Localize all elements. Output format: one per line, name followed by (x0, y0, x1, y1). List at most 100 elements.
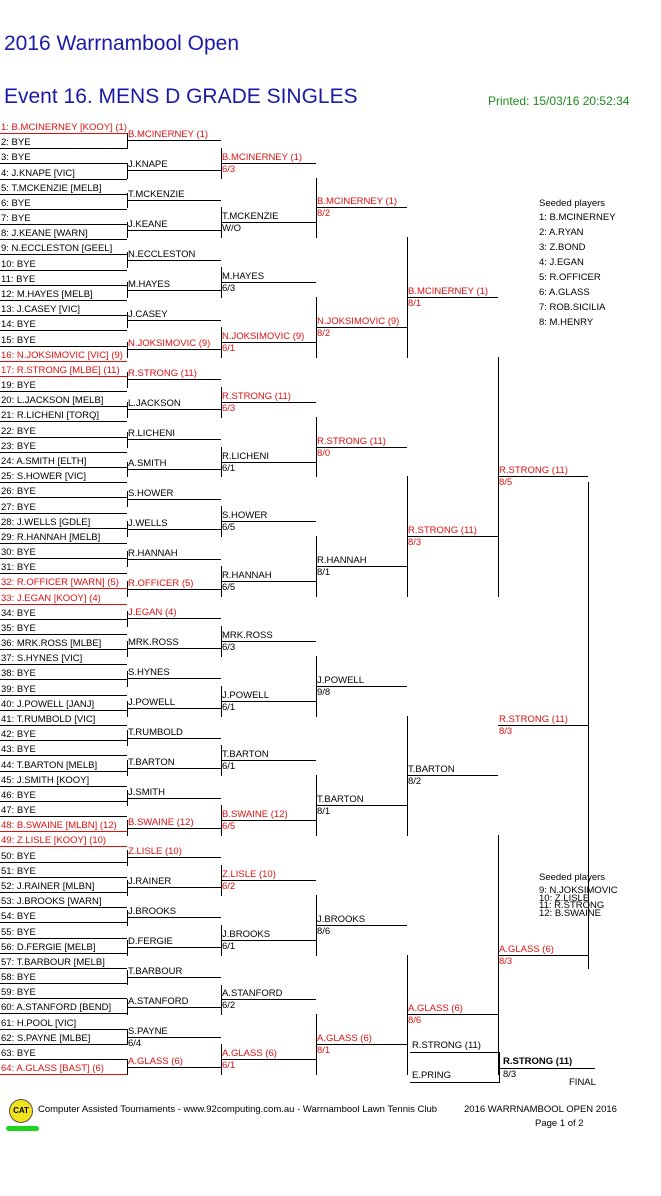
seeded-players-title: Seeded players (539, 198, 606, 209)
bracket-line (0, 740, 127, 742)
draw-entry: 53: J.BROOKS [WARN] (1, 896, 102, 908)
round2-entry: A.SMITH (128, 457, 167, 469)
draw-entry: 16: N.JOKSIMOVIC [VIC] (9) (1, 349, 123, 361)
bracket-line (410, 1082, 500, 1083)
bracket-line (0, 725, 127, 727)
bracket-line (127, 797, 221, 799)
draw-entry: 23: BYE (1, 440, 36, 452)
draw-entry: 25: S.HOWER [VIC] (1, 471, 86, 483)
round3-entry: T.MCKENZIE (222, 211, 279, 223)
round2-entry: M.HAYES (128, 278, 171, 290)
seed-item: 4: J.EGAN (539, 257, 584, 268)
round2-entry: S.HYNES (128, 667, 170, 679)
round2-entry: A.STANFORD (128, 995, 189, 1007)
draw-entry: 62: S.PAYNE [MLBE] (1, 1032, 91, 1044)
bracket-line (127, 618, 221, 620)
round4-entry-score: 8/1 (317, 567, 331, 579)
round3-entry: J.POWELL (222, 689, 269, 701)
bracket-line (0, 1058, 127, 1060)
seed-item: 11: R.STRONG (539, 900, 605, 911)
round3-entry: N.JOKSIMOVIC (9) (222, 330, 305, 342)
round2-entry: L.JACKSON (128, 398, 181, 410)
draw-entry: 31: BYE (1, 562, 36, 574)
bracket-line (316, 805, 407, 807)
draw-entry: 21: R.LICHENI [TORQ] (1, 410, 100, 422)
draw-entry: 26: BYE (1, 486, 36, 498)
draw-entry: 52: J.RAINER [MLBN] (1, 881, 95, 892)
bracket-line (127, 678, 221, 680)
bracket-line (221, 521, 316, 523)
footer-page: Page 1 of 2 (535, 1118, 584, 1129)
round2-entry: S.HOWER (128, 487, 174, 499)
bracket-line (0, 816, 127, 818)
bracket-line (316, 446, 407, 448)
round6-entry-score: 8/5 (499, 477, 513, 489)
bracket-line (0, 542, 127, 544)
semifinal-score: 8/3 (499, 726, 513, 738)
bracket-line (127, 767, 221, 769)
draw-entry: 58: BYE (1, 972, 36, 984)
round5-entry-score: 8/2 (408, 776, 422, 788)
bracket-line (407, 775, 498, 777)
bracket-line (0, 907, 127, 909)
bracket-line (0, 861, 127, 863)
round5-entry: T.BARTON (408, 764, 455, 776)
round3-entry-score: W/O (222, 223, 241, 235)
round3-entry-score: 6/3 (222, 641, 236, 653)
bracket-line (127, 648, 221, 650)
bracket-line (0, 558, 127, 560)
bracket-line (0, 208, 127, 210)
round3-entry-score: 6/3 (222, 163, 236, 175)
bracket-line (0, 1028, 127, 1030)
bracket-line (316, 207, 407, 209)
seed-item: 5: R.OFFICER (539, 272, 601, 283)
bracket-line (0, 1074, 127, 1076)
round2-entry: R.LICHENI (128, 428, 175, 440)
bracket-line (0, 163, 127, 165)
bracket-line (499, 1052, 500, 1083)
round4-entry: A.GLASS (6) (317, 1033, 372, 1045)
bracket-line (127, 259, 221, 261)
bracket-line (0, 664, 127, 666)
draw-entry: 22: BYE (1, 425, 36, 437)
round2-entry: J.KEANE (128, 218, 168, 230)
bracket-line (221, 341, 316, 343)
bracket-line (0, 618, 127, 620)
round3-entry-score: 6/2 (222, 1000, 236, 1012)
bracket-line (127, 498, 221, 500)
round3-entry: R.HANNAH (222, 570, 272, 582)
round3-entry: B.SWAINE (12) (222, 809, 288, 821)
round3-entry-score: 6/3 (222, 402, 236, 414)
draw-entry: 33: J.EGAN [KOOY] (4) (1, 592, 101, 604)
bracket-line (221, 401, 316, 403)
draw-entry: 57: T.BARBOUR [MELB] (1, 956, 105, 968)
bracket-line (0, 573, 127, 575)
round4-entry-score: 8/0 (317, 447, 331, 459)
bracket-line (127, 588, 221, 590)
draw-entry: 64: A.GLASS [BAST] (6) (1, 1063, 104, 1075)
bracket-line (0, 391, 127, 393)
round2-entry: J.RAINER (128, 876, 172, 888)
round3-entry: T.BARTON (222, 749, 269, 761)
bracket-line (221, 640, 316, 642)
bracket-line (221, 820, 316, 822)
bracket-line (0, 284, 127, 286)
bracket-line (0, 603, 127, 605)
round3-entry-score: 6/5 (222, 522, 236, 534)
bracket-line (127, 528, 221, 530)
round4-entry-score: 9/8 (317, 686, 331, 698)
draw-entry: 35: BYE (1, 622, 36, 634)
bracket-line (0, 846, 127, 848)
round6-entry-score: 8/3 (499, 955, 513, 967)
draw-entry: 28: J.WELLS [GDLE] (1, 516, 91, 528)
bracket-line (0, 451, 127, 453)
round4-entry-score: 8/2 (317, 328, 331, 340)
draw-entry: 29: R.HANNAH [MELB] (1, 531, 101, 543)
final-player-1: R.STRONG (11) (412, 1040, 481, 1051)
draw-entry: 9: N.ECCLESTON [GEEL] (1, 243, 113, 255)
round2-entry: N.ECCLESTON (128, 248, 196, 260)
bracket-line (127, 947, 221, 949)
bracket-line (0, 633, 127, 635)
draw-entry: 59: BYE (1, 987, 36, 999)
bracket-line (127, 319, 221, 321)
